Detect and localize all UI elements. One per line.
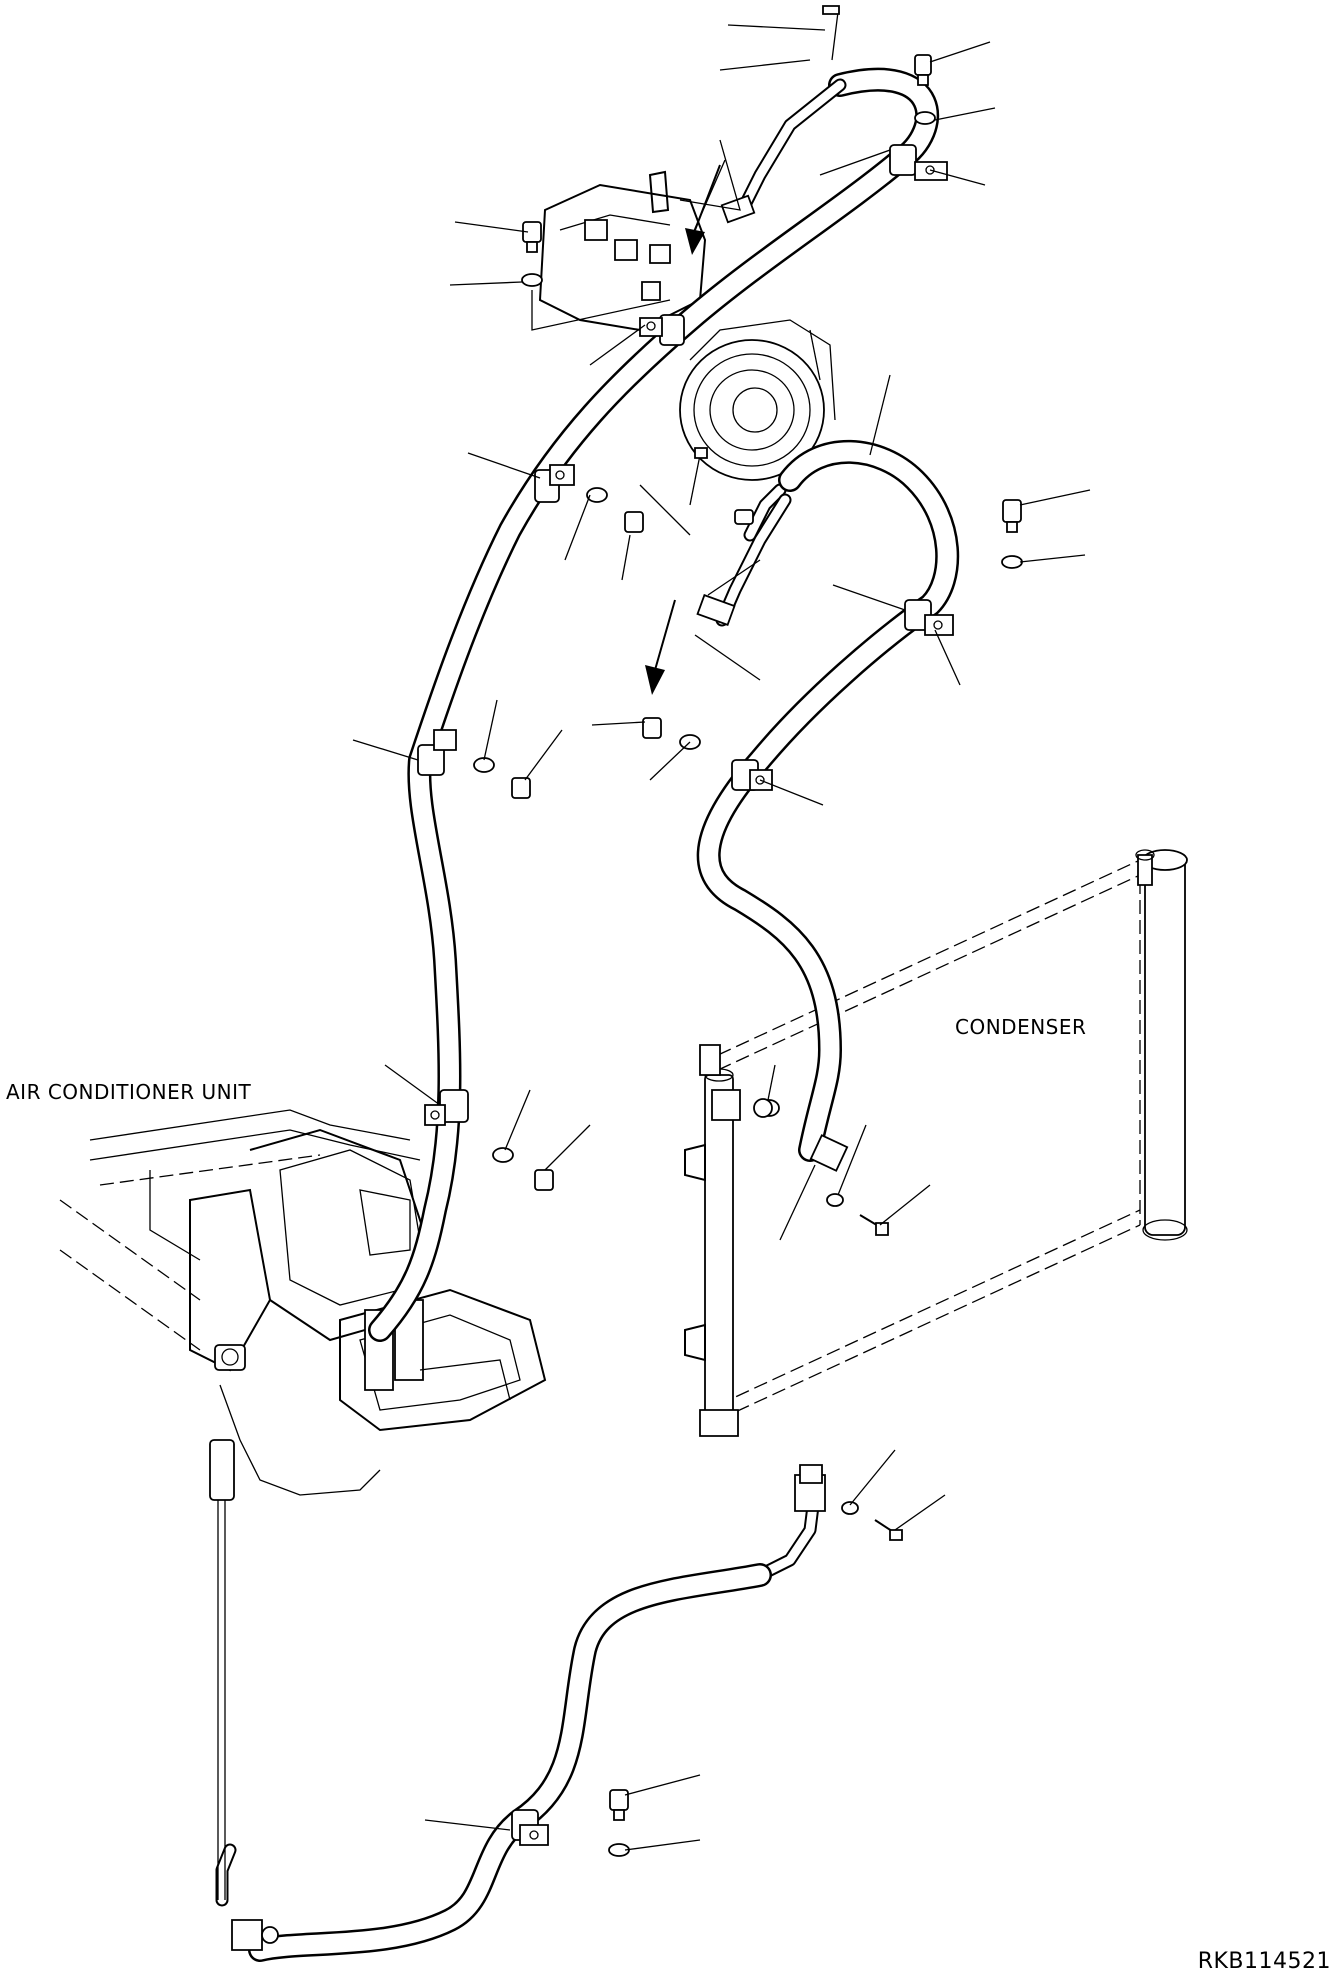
drawing-code: RKB114521 bbox=[1197, 1949, 1331, 1974]
condenser bbox=[685, 850, 1187, 1436]
air-conditioner-unit bbox=[60, 1110, 545, 1495]
o-ring bbox=[754, 1099, 772, 1117]
hose-compressor-to-condenser bbox=[698, 452, 948, 1171]
tube-expansion-to-ac bbox=[210, 1440, 234, 1900]
leader-lines bbox=[353, 25, 1090, 1850]
air-conditioner-unit-label: AIR CONDITIONER UNIT bbox=[6, 1080, 252, 1104]
hose-condenser-to-ac-unit bbox=[222, 1465, 825, 1950]
direction-arrows bbox=[645, 165, 720, 695]
condenser-label: CONDENSER bbox=[955, 1015, 1087, 1039]
clamps bbox=[418, 145, 953, 1845]
compressor bbox=[540, 172, 835, 480]
bolts-and-washers bbox=[474, 6, 1022, 1856]
hose-compressor-to-ac-unit bbox=[380, 80, 927, 1330]
